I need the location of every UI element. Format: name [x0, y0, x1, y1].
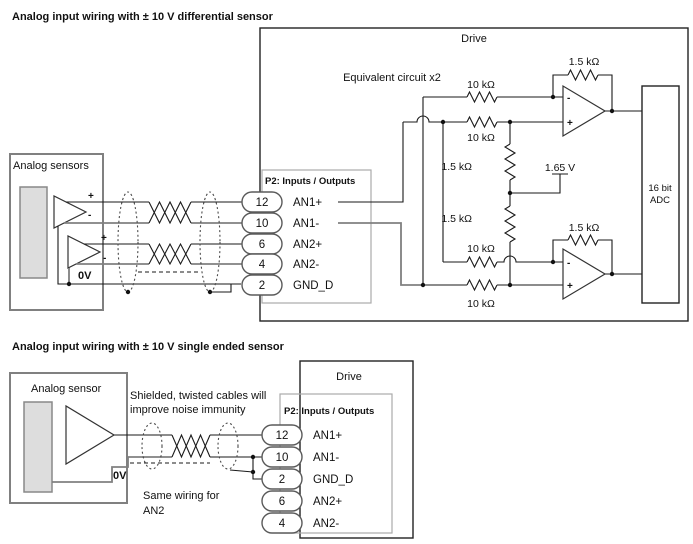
resistor-10k-4: [466, 278, 498, 292]
p2-header-bottom: P2: Inputs / Outputs: [284, 406, 374, 417]
opamp1-minus: -: [567, 93, 570, 104]
drive-box-bottom: [299, 360, 414, 539]
analog-sensor-box: [9, 372, 128, 504]
vref-tap: [510, 173, 568, 194]
bias-chain: [503, 122, 568, 285]
svg-text:12: 12: [276, 430, 289, 442]
svg-text:AN1+: AN1+: [313, 430, 342, 442]
svg-text:AN2+: AN2+: [293, 239, 322, 251]
twisted-pair-bottom: [171, 433, 211, 459]
drive-label-bottom: Drive: [336, 371, 362, 383]
amp1-minus-label: -: [88, 210, 91, 221]
single-ended-diagram: Analog input wiring with ± 10 V single e…: [9, 341, 414, 539]
svg-text:2: 2: [279, 474, 285, 486]
analog-sensor-label: Analog sensor: [31, 383, 102, 395]
junction-dots: [420, 94, 615, 288]
zero-volt-rail: [57, 226, 241, 287]
svg-text:AN1-: AN1-: [293, 218, 319, 230]
cable-shield-2: [199, 191, 232, 295]
svg-text:10: 10: [256, 218, 269, 230]
bottom-title: Analog input wiring with ± 10 V single e…: [12, 341, 285, 353]
sensor-amp-1: [53, 195, 88, 229]
vref-label: 1.65 V: [545, 162, 575, 174]
opamp-2: [562, 247, 607, 301]
shield-note-line1: Shielded, twisted cables will: [130, 390, 266, 402]
r1k5-label-chain1: 1.5 kΩ: [441, 161, 472, 173]
same-wiring-note-line1: Same wiring for: [143, 490, 220, 502]
twisted-pair-1: [148, 200, 192, 225]
r10k-label-4: 10 kΩ: [467, 298, 495, 310]
sensor-amp-bottom: [65, 404, 116, 466]
twisted-pair-2: [148, 242, 192, 266]
sensor-body: [19, 186, 48, 279]
equivalent-circuit-label: Equivalent circuit x2: [343, 72, 441, 84]
equivalent-circuit: - + - + 10 kΩ 10 kΩ 10 kΩ 10: [403, 56, 642, 310]
feedback-1: [552, 68, 613, 111]
drive-input-wires: [338, 97, 424, 286]
feedback-2: [552, 233, 613, 274]
amp1-plus-label: +: [88, 191, 94, 202]
amp2-minus-label: -: [103, 253, 106, 264]
p2-header: P2: Inputs / Outputs: [265, 176, 355, 187]
r1k5-label-chain2: 1.5 kΩ: [441, 213, 472, 225]
svg-text:AN2-: AN2-: [313, 518, 339, 530]
r10k-label-1: 10 kΩ: [467, 79, 495, 91]
opamp-1: [562, 84, 607, 138]
adc-label-1: 16 bit: [648, 183, 672, 194]
r10k-label-3: 10 kΩ: [467, 243, 495, 255]
analog-sensors-box: [9, 153, 104, 311]
svg-text:12: 12: [256, 197, 269, 209]
resistor-1k5-fb2: [567, 233, 599, 247]
svg-text:AN1+: AN1+: [293, 197, 322, 209]
p2-pins-bottom: 12 10 2 6 4 AN1+ AN1- GND_D AN2+ AN2-: [261, 424, 353, 534]
resistor-1k5-fb1: [567, 68, 599, 82]
resistor-1k5-chain-1: [503, 143, 517, 181]
cable-shield-bottom-1: [141, 422, 163, 470]
drive-label: Drive: [461, 33, 487, 45]
svg-text:10: 10: [276, 452, 289, 464]
svg-text:AN1-: AN1-: [313, 452, 339, 464]
zero-volt-label-bottom: 0V: [113, 470, 127, 482]
svg-text:6: 6: [259, 239, 265, 251]
adc-label-2: ADC: [650, 195, 670, 206]
svg-text:GND_D: GND_D: [313, 474, 353, 486]
svg-text:GND_D: GND_D: [293, 280, 333, 292]
adc-box: [641, 85, 680, 304]
top-title: Analog input wiring with ± 10 V differen…: [12, 11, 274, 23]
svg-text:6: 6: [279, 496, 285, 508]
resistor-1k5-chain-2: [503, 205, 517, 243]
opamp2-plus: +: [567, 281, 573, 292]
svg-text:2: 2: [259, 280, 265, 292]
r1k5-label-fb1: 1.5 kΩ: [569, 56, 600, 68]
r10k-label-2: 10 kΩ: [467, 132, 495, 144]
cable-shield-1: [117, 191, 139, 295]
resistor-10k-3: [466, 255, 498, 269]
cable-shield-bottom-2: [217, 422, 254, 473]
shield-note-line2: improve noise immunity: [130, 404, 246, 416]
svg-text:4: 4: [279, 518, 286, 530]
opamp1-plus: +: [567, 118, 573, 129]
resistor-10k-1: [466, 90, 498, 104]
analog-sensors-label: Analog sensors: [13, 160, 89, 172]
svg-text:AN2+: AN2+: [313, 496, 342, 508]
same-wiring-note-line2: AN2: [143, 505, 164, 517]
sensor-body-bottom: [23, 401, 53, 493]
p2-pins: 12 10 6 4 2 AN1+ AN1- AN2+ AN2- GND_D: [241, 191, 333, 296]
r1k5-label-fb2: 1.5 kΩ: [569, 222, 600, 234]
svg-text:4: 4: [259, 259, 266, 271]
opamp2-minus: -: [567, 258, 570, 269]
differential-diagram: Analog input wiring with ± 10 V differen…: [9, 11, 689, 322]
amp2-plus-label: +: [101, 233, 107, 244]
svg-text:AN2-: AN2-: [293, 259, 319, 271]
zero-volt-label: 0V: [78, 270, 92, 282]
resistor-10k-2: [466, 115, 498, 129]
drive-box: [259, 27, 689, 322]
